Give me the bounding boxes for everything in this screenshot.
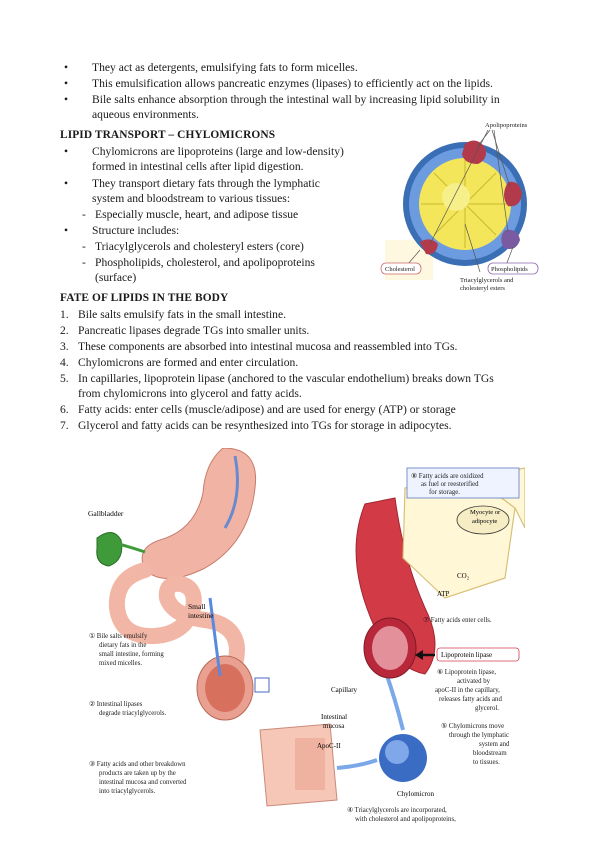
chylo-sub-1: Especially muscle, heart, and adipose ti… [95, 208, 299, 221]
chylo-sub-3: Phospholipids, cholesterol, and apolipop… [95, 256, 315, 269]
myocyte-label-2: adipocyte [472, 518, 497, 525]
chylomicron-structure-figure: Apolipoproteins Cholesterol Phospholipid… [380, 122, 539, 292]
step-3-line: into triacylglycerols. [99, 788, 156, 795]
small-intestine-label-1: Small [188, 602, 206, 611]
list-number: 4. [60, 356, 69, 369]
fate-item-2: Pancreatic lipases degrade TGs into smal… [78, 324, 310, 337]
step-1-line: dietary fats in the [99, 642, 146, 649]
myocyte-label-1: Myocyte or [470, 509, 501, 516]
intestinal-mucosa-label-2: mucosa [323, 722, 345, 730]
intro-bullet-2: This emulsification allows pancreatic en… [92, 77, 493, 90]
chylo-sub-3-cont: (surface) [95, 271, 137, 284]
bullet-dot: • [64, 145, 69, 158]
lipid-fate-diagram: Gallbladder Small intestine ① Bile salts… [88, 448, 525, 823]
dash-marker: - [82, 256, 86, 269]
step-3-line: products are taken up by the [99, 770, 176, 777]
capillary-label: Capillary [331, 686, 358, 694]
step-1-line: ① Bile salts emulsify [89, 632, 148, 640]
apoc-ii-label: ApoC-II [317, 742, 341, 750]
atp-label: ATP [437, 590, 450, 598]
step-5-line: to tissues. [473, 759, 500, 766]
lipoprotein-lipase-label: Lipoprotein lipase [441, 651, 492, 659]
intestinal-mucosa-label-1: Intestinal [321, 713, 347, 721]
small-intestine-label-2: intestine [188, 611, 214, 620]
fate-item-4: Chylomicrons are formed and enter circul… [78, 356, 299, 369]
bullet-dot: • [64, 61, 69, 74]
list-number: 5. [60, 372, 69, 385]
fate-item-1: Bile salts emulsify fats in the small in… [78, 308, 287, 321]
list-number: 2. [60, 324, 69, 337]
step-2-line: ② Intestinal lipases [89, 700, 143, 708]
bullet-dot: • [64, 177, 69, 190]
gallbladder-label: Gallbladder [88, 509, 124, 518]
dash-marker: - [82, 240, 86, 253]
chylo-bullet-2-cont: system and bloodstream to various tissue… [92, 192, 291, 205]
step-8-line: for storage. [429, 489, 460, 496]
list-number: 6. [60, 403, 69, 416]
intro-bullet-3: Bile salts enhance absorption through th… [92, 93, 500, 106]
small-intestine-illustration [108, 562, 246, 694]
step-6-line: releases fatty acids and [439, 696, 502, 703]
fate-item-5-cont: from chylomicrons into glycerol and fatt… [78, 387, 302, 400]
bullet-dot: • [64, 93, 69, 106]
phospholipids-label: Phospholipids [491, 266, 528, 273]
fate-item-6: Fatty acids: enter cells (muscle/adipose… [78, 403, 456, 416]
chylomicron-label: Chylomicron [397, 790, 434, 798]
co2-label: CO₂ [457, 572, 470, 580]
fate-item-5: In capillaries, lipoprotein lipase (anch… [78, 372, 494, 385]
cholesteryl-esters-label: cholesteryl esters [460, 285, 505, 292]
list-number: 3. [60, 340, 69, 353]
step-4-line: ④ Triacylglycerols are incorporated, [347, 806, 447, 814]
chylo-bullet-2: They transport dietary fats through the … [92, 177, 320, 190]
step-5-line: ⑤ Chylomicrons move [441, 722, 504, 730]
dash-marker: - [82, 208, 86, 221]
section-heading-chylomicrons: LIPID TRANSPORT – CHYLOMICRONS [60, 129, 276, 141]
step-7-line: ⑦ Fatty acids enter cells. [423, 616, 492, 624]
list-number: 1. [60, 308, 69, 321]
fate-item-3: These components are absorbed into intes… [78, 340, 458, 353]
step-3-line: ③ Fatty acids and other breakdown [89, 760, 186, 768]
step-6-line: glycerol. [475, 705, 499, 712]
cholesterol-label: Cholesterol [385, 266, 415, 273]
step-6-line: apoC-II in the capillary, [435, 687, 500, 694]
chylo-sub-2: Triacylglycerols and cholesteryl esters … [95, 240, 304, 253]
step-8-line: as fuel or reesterified [421, 481, 479, 488]
step-2-line: degrade triacylglycerols. [99, 710, 166, 717]
apolipoproteins-label: Apolipoproteins [485, 122, 528, 129]
stomach-illustration [141, 448, 257, 579]
intro-bullet-3-cont: aqueous environments. [92, 108, 199, 121]
step-3-line: intestinal mucosa and converted [99, 779, 187, 786]
step-5-line: bloodstream [473, 750, 507, 757]
step-6-line: activated by [457, 678, 491, 685]
step-5-line: through the lymphatic [449, 732, 509, 739]
chylo-bullet-1: Chylomicrons are lipoproteins (large and… [92, 145, 344, 158]
triacylglycerols-label: Triacylglycerols and [460, 277, 514, 284]
step-6-line: ⑥ Lipoprotein lipase, [437, 668, 496, 676]
bullet-dot: • [64, 224, 69, 237]
gallbladder-illustration [96, 532, 123, 567]
chylo-bullet-1-cont: formed in intestinal cells after lipid d… [92, 160, 304, 173]
step-4-line: with cholesterol and apolipoproteins, [355, 816, 456, 823]
bullet-dot: • [64, 77, 69, 90]
step-5-line: system and [479, 741, 510, 748]
list-number: 7. [60, 419, 69, 432]
chylo-bullet-3: Structure includes: [92, 224, 180, 237]
step-1-line: mixed micelles. [99, 660, 142, 667]
intro-bullet-1: They act as detergents, emulsifying fats… [92, 61, 358, 74]
step-8-line: ⑧ Fatty acids are oxidized [411, 472, 484, 480]
section-heading-fate: FATE OF LIPIDS IN THE BODY [60, 292, 229, 304]
fate-item-7: Glycerol and fatty acids can be resynthe… [78, 419, 452, 432]
step-1-line: small intestine, forming [99, 651, 164, 658]
